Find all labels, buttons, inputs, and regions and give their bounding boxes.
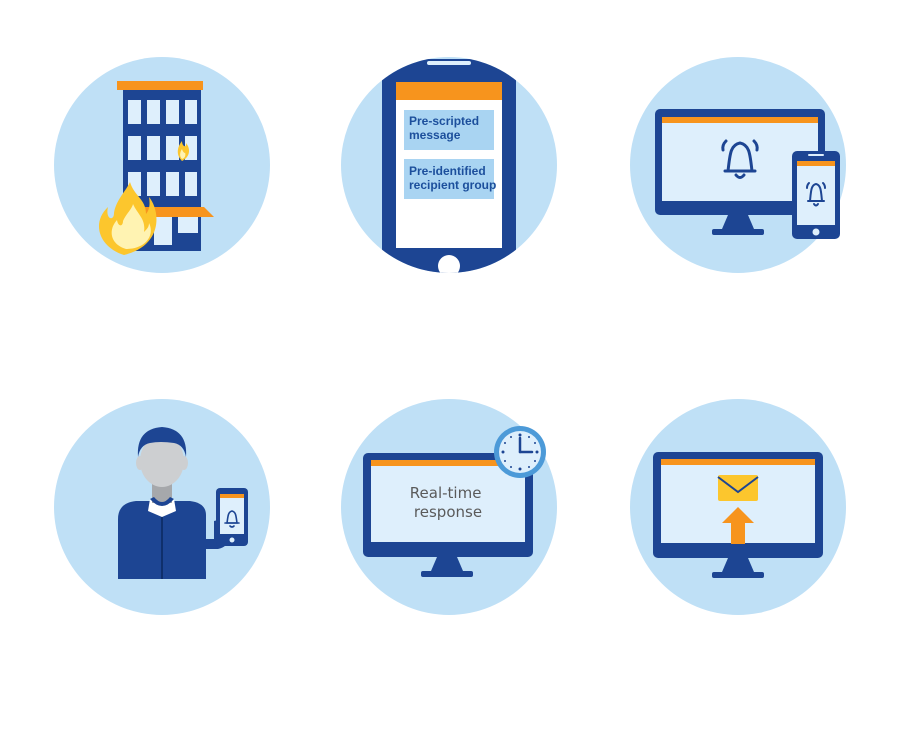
badge-phone-message: Pre-scripted message Pre-identified reci… xyxy=(341,57,557,273)
envelope-icon xyxy=(717,475,759,501)
desktop-monitor xyxy=(655,109,825,235)
upload-arrow-icon xyxy=(722,507,754,544)
badge-person-with-phone xyxy=(54,399,270,615)
real-time-response-icon: Real-time response xyxy=(341,399,557,615)
phone-message-icon: Pre-scripted message Pre-identified reci… xyxy=(341,57,557,273)
bell-alert-icon xyxy=(721,139,759,179)
badge-real-time-response: Real-time response xyxy=(341,399,557,615)
phone-bell-alert-icon xyxy=(224,510,240,528)
home-button xyxy=(438,255,460,273)
email-upload-icon xyxy=(630,399,846,615)
mobile-bell-alert-icon xyxy=(806,182,826,207)
clock-icon xyxy=(494,426,546,478)
message-box xyxy=(404,110,494,150)
door xyxy=(154,217,172,245)
large-flame-icon xyxy=(98,182,157,255)
roof-trim xyxy=(117,81,203,90)
mobile-phone xyxy=(792,151,840,239)
pre-scripted-message-label: Pre-scripted message xyxy=(409,114,482,142)
screen-header-bar xyxy=(396,82,502,100)
desktop-monitor xyxy=(363,453,533,577)
badge-email-upload xyxy=(630,399,846,615)
desktop-mobile-alert-icon xyxy=(630,57,846,273)
real-time-response-label: Real-time response xyxy=(410,484,486,521)
person xyxy=(118,427,230,579)
pre-identified-recipient-group-label: Pre-identified recipient group xyxy=(409,164,496,192)
small-flame-icon xyxy=(177,141,190,161)
person-with-phone-icon xyxy=(54,399,270,615)
badge-burning-building xyxy=(54,57,270,273)
recipient-group-box xyxy=(404,159,494,199)
burning-building-icon xyxy=(54,57,270,273)
badge-desktop-mobile-alert xyxy=(630,57,846,273)
phone-speaker xyxy=(427,61,471,65)
handheld-phone xyxy=(216,488,248,546)
